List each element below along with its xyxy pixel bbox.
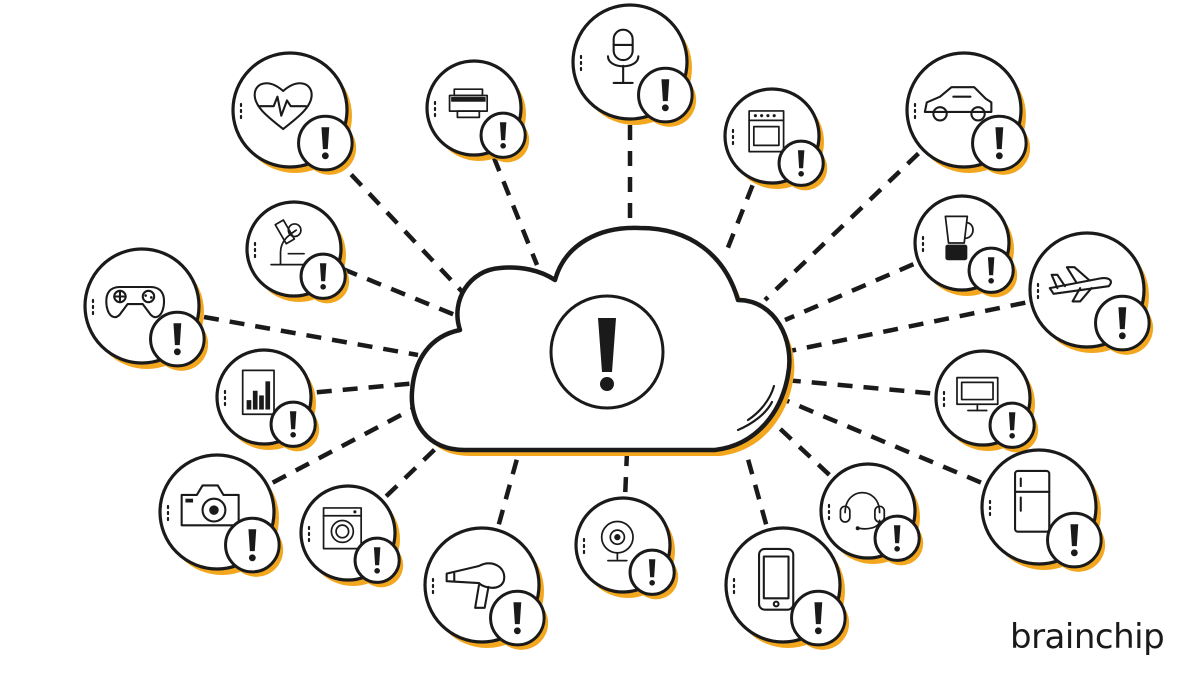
alert-icon	[1094, 294, 1154, 355]
smartphone-icon	[758, 547, 795, 611]
alert-icon	[637, 66, 697, 127]
connection-line-webcam	[623, 451, 630, 493]
connection-line-camera	[271, 403, 422, 485]
heart-monitor-icon	[253, 82, 313, 131]
device-node-microscope	[245, 200, 350, 304]
hair-dryer-icon	[445, 562, 506, 609]
device-node-microphone	[571, 3, 697, 127]
device-node-bar-chart	[215, 348, 320, 452]
device-node-heart-monitor	[231, 51, 357, 175]
alert-icon	[353, 536, 404, 588]
printer-icon	[448, 88, 489, 119]
car-icon	[923, 86, 993, 122]
device-node-car	[905, 51, 1031, 175]
alert-icon	[297, 114, 357, 175]
cloud-alert-icon	[409, 225, 795, 456]
connection-line-bar-chart	[316, 380, 419, 395]
oven-icon	[748, 110, 785, 153]
alert-icon	[790, 589, 850, 650]
device-node-gamepad	[83, 247, 209, 371]
alert-icon	[489, 589, 549, 650]
connection-line-microscope	[342, 267, 456, 318]
alert-icon	[224, 516, 284, 577]
monitor-icon	[956, 376, 999, 412]
device-node-printer	[425, 59, 530, 163]
connection-line-heart-monitor	[331, 154, 472, 302]
alert-icon	[299, 252, 350, 304]
connection-line-car	[763, 151, 920, 302]
alert-icon	[149, 310, 209, 371]
device-node-airplane	[1028, 231, 1154, 355]
device-node-hair-dryer	[423, 526, 549, 650]
device-node-monitor	[934, 349, 1039, 453]
alert-icon	[971, 114, 1031, 175]
microphone-icon	[606, 28, 640, 84]
device-node-webcam	[574, 496, 679, 600]
alert-icon	[269, 400, 320, 452]
alert-icon	[967, 246, 1018, 298]
device-node-headset	[819, 462, 924, 566]
microscope-icon	[270, 219, 307, 266]
alert-icon	[777, 139, 828, 191]
connection-line-airplane	[784, 300, 1026, 355]
device-node-washing-machine	[299, 484, 404, 588]
connection-line-printer	[491, 156, 540, 266]
alert-icon	[1046, 511, 1106, 572]
connection-line-hair-dryer	[496, 447, 523, 525]
device-node-smartphone	[724, 526, 850, 650]
airplane-icon	[1048, 266, 1112, 303]
refrigerator-icon	[1014, 469, 1051, 533]
headset-icon	[839, 491, 886, 531]
gamepad-icon	[105, 285, 166, 319]
camera-icon	[180, 484, 240, 527]
alert-icon	[873, 514, 924, 566]
device-node-camera	[158, 453, 284, 577]
device-node-oven	[723, 87, 828, 191]
connection-line-gamepad	[203, 314, 419, 358]
alert-icon	[988, 401, 1039, 453]
device-node-blender	[913, 194, 1018, 298]
connection-line-oven	[724, 184, 755, 251]
alert-icon	[479, 111, 530, 163]
connection-line-smartphone	[743, 451, 769, 525]
blender-icon	[944, 215, 974, 261]
bar-chart-icon	[241, 369, 275, 416]
connection-line-monitor	[784, 377, 931, 396]
alert-icon	[628, 548, 679, 600]
webcam-icon	[600, 520, 634, 562]
connection-line-blender	[784, 262, 915, 323]
brand-wordmark: brainchip	[1010, 617, 1165, 657]
device-node-refrigerator	[980, 448, 1106, 572]
connection-line-refrigerator	[784, 397, 982, 485]
washing-machine-icon	[322, 507, 363, 550]
